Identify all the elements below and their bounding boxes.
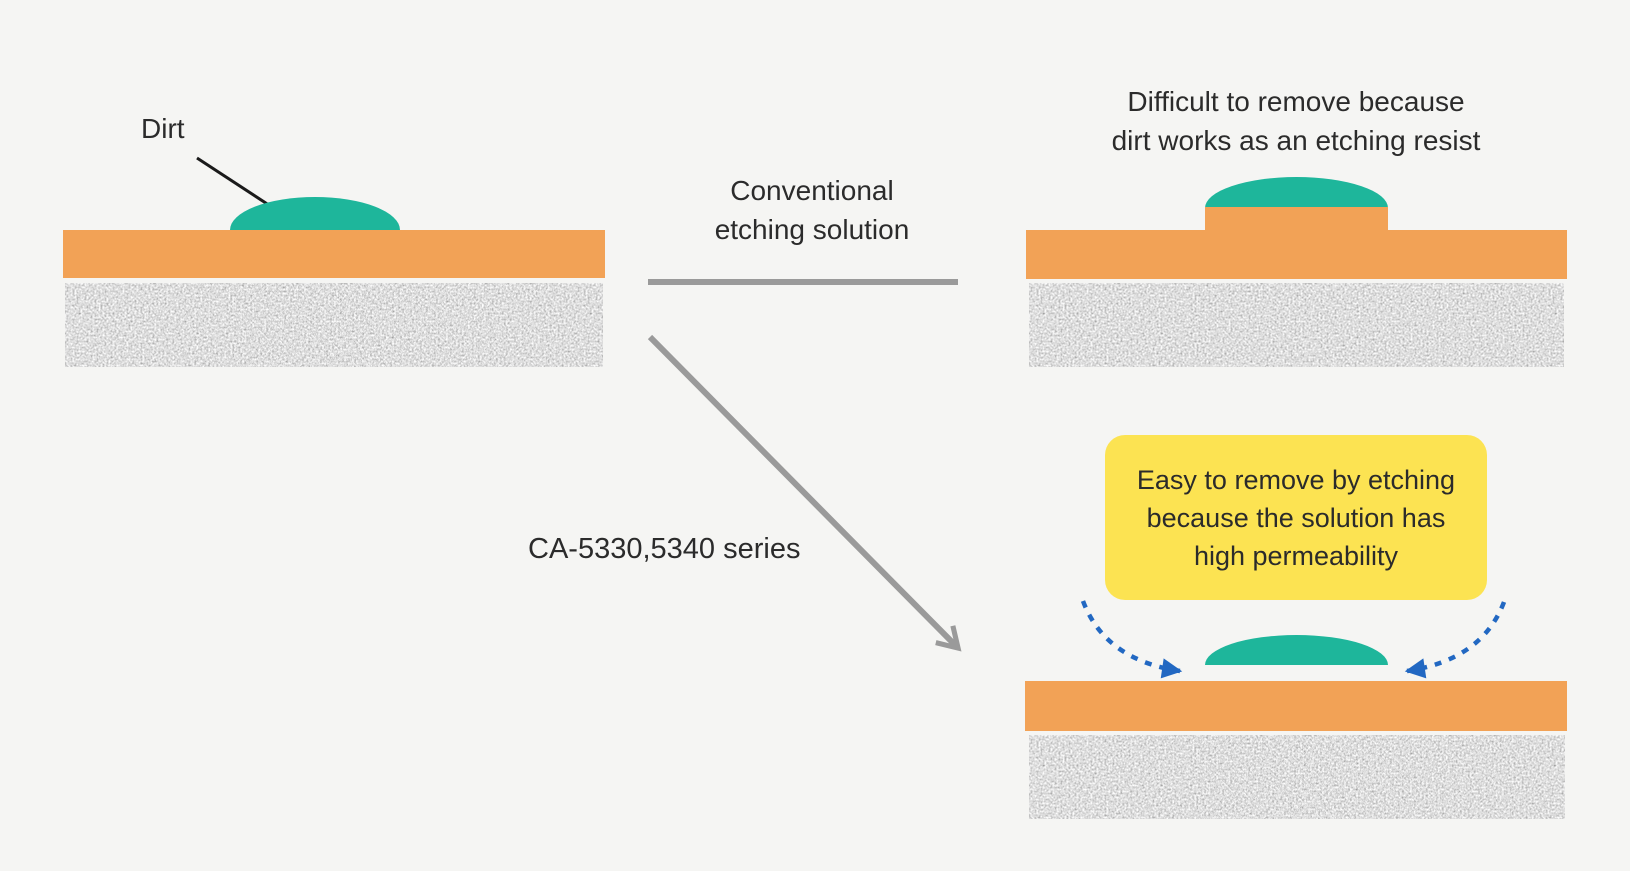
substrate-texture: [1029, 735, 1565, 819]
ca-series-arrow-icon: [647, 334, 962, 652]
coating-layer: [63, 230, 605, 278]
dirt-blob: [230, 197, 400, 230]
unetched-pedestal: [1205, 207, 1388, 232]
permeate-arrow-right-icon: [1404, 601, 1507, 679]
dirt-blob-lifted: [1205, 635, 1388, 665]
coating-layer-etched: [1026, 230, 1567, 279]
dirt-blob-resist: [1205, 177, 1388, 208]
difficult-result-caption: Difficult to remove because dirt works a…: [1111, 86, 1481, 156]
easy-remove-callout-text: Easy to remove by etching because the so…: [1136, 464, 1456, 571]
conventional-arrow-label: Conventional etching solution: [714, 175, 910, 245]
substrate-texture: [65, 283, 603, 367]
easy-remove-callout: Easy to remove by etching because the so…: [1105, 435, 1487, 600]
coating-layer-clean: [1025, 681, 1567, 731]
permeate-arrow-left-icon: [1080, 600, 1183, 679]
substrate-texture: [1029, 283, 1564, 367]
ca-series-arrow-label: CA-5330,5340 series: [528, 533, 801, 565]
dirt-label: Dirt: [141, 113, 185, 144]
